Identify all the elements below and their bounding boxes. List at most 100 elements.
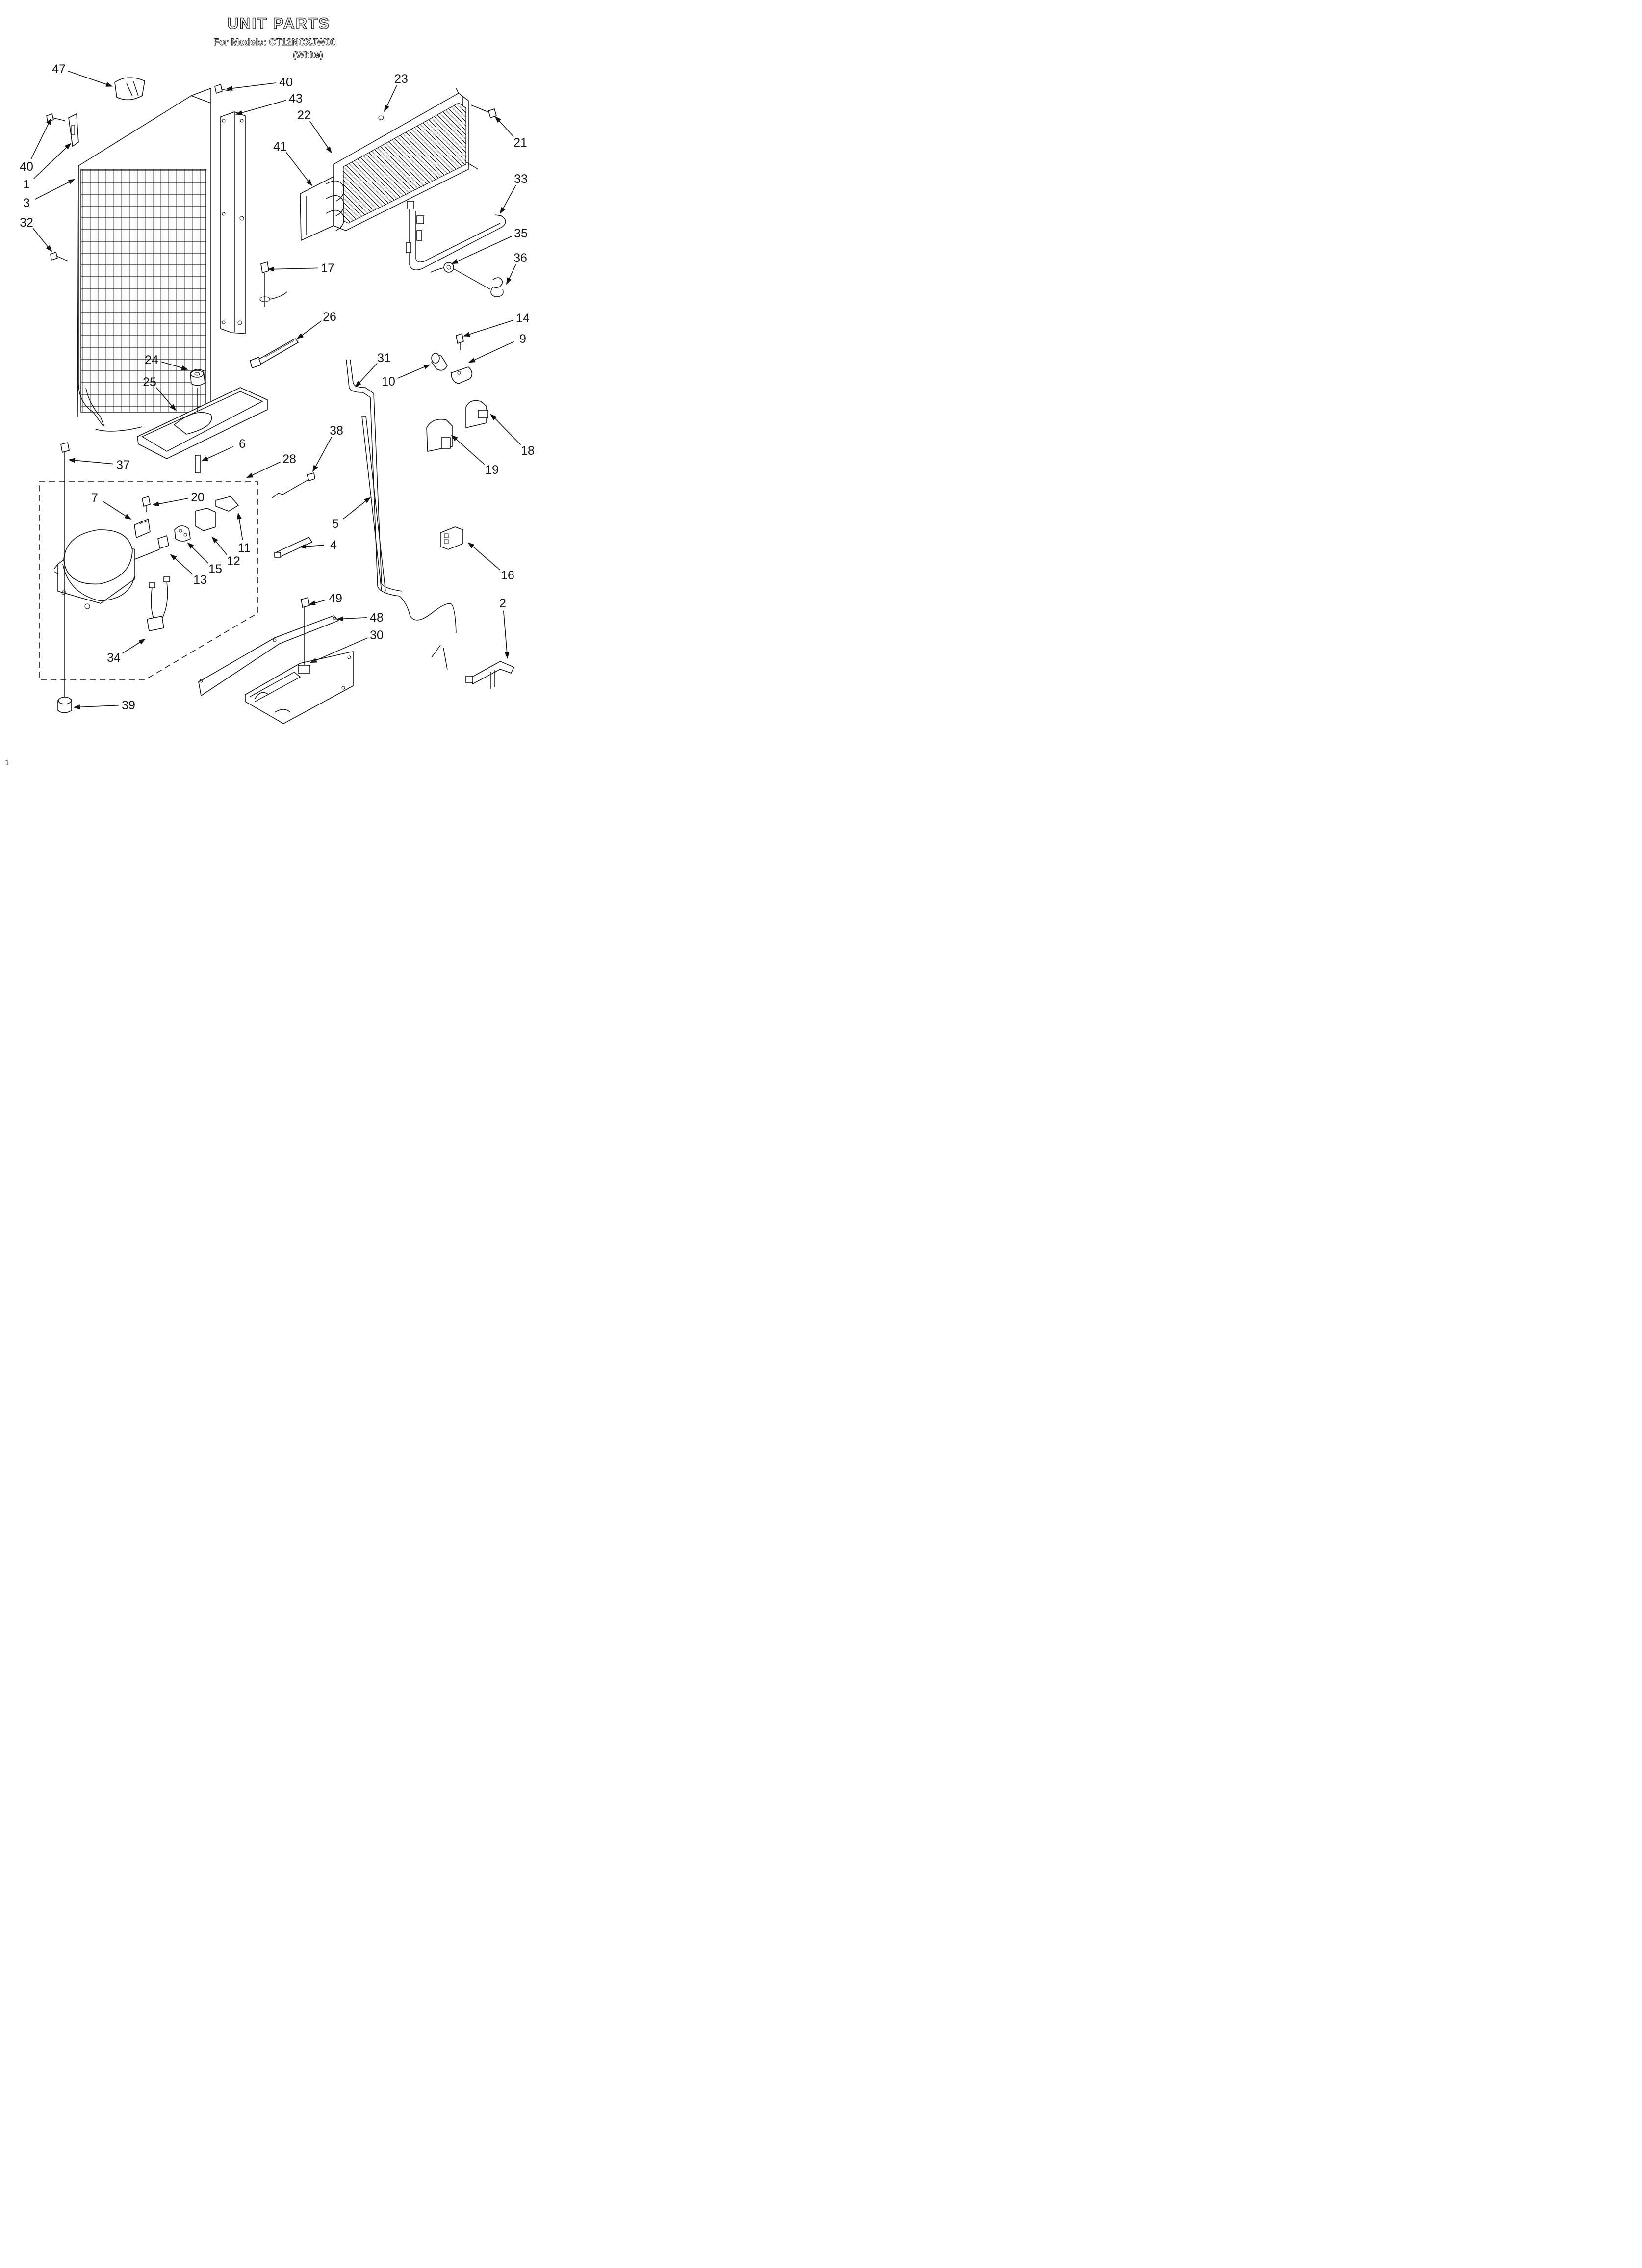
arrow-head — [299, 544, 307, 549]
leader-line — [472, 546, 501, 571]
leader-line — [30, 123, 50, 160]
defrost-heater — [406, 201, 506, 270]
base-rail-48 — [198, 615, 339, 697]
cover-19 — [426, 418, 453, 452]
leader-line — [455, 438, 485, 465]
callout-number: 28 — [282, 452, 296, 466]
callout-19: 19 — [451, 435, 499, 477]
arrow-head — [152, 501, 159, 507]
callout-26: 26 — [296, 310, 336, 339]
leader-line — [241, 100, 286, 114]
leader-line — [342, 617, 367, 620]
arrow-head — [236, 512, 242, 520]
callout-25: 25 — [143, 375, 177, 411]
screw-20 — [142, 495, 151, 512]
leader-line — [122, 641, 141, 654]
callout-number: 11 — [238, 541, 251, 555]
arrow-head — [124, 514, 132, 520]
arrow-head — [46, 117, 52, 125]
callout-16: 16 — [467, 542, 514, 582]
leader-line — [503, 610, 508, 653]
callout-number: 43 — [289, 92, 303, 105]
arrow-head — [494, 116, 501, 123]
tubing-clip — [114, 77, 145, 101]
callout-number: 34 — [107, 651, 121, 665]
leader-line — [215, 540, 228, 555]
callout-38: 38 — [312, 424, 343, 472]
callout-9: 9 — [468, 332, 526, 363]
callout-6: 6 — [201, 437, 246, 462]
tube-ends — [431, 645, 448, 670]
callout-number: 16 — [501, 569, 514, 582]
callout-number: 40 — [279, 76, 293, 89]
leader-line — [343, 500, 367, 520]
callout-49: 49 — [308, 592, 342, 606]
power-harness-34 — [147, 576, 170, 631]
leader-line — [68, 71, 107, 85]
callout-number: 23 — [394, 72, 408, 86]
callout-number: 38 — [330, 424, 343, 438]
callout-number: 31 — [377, 351, 391, 365]
callout-number: 20 — [191, 491, 205, 504]
leader-line — [206, 446, 233, 460]
callout-14: 14 — [462, 312, 530, 337]
terminator-clip — [490, 277, 504, 297]
callout-4: 4 — [299, 538, 337, 552]
callout-number: 41 — [273, 140, 287, 154]
arrow-head — [306, 179, 312, 186]
callout-number: 9 — [519, 332, 526, 346]
arrow-head — [308, 600, 316, 606]
callout-1: 1 — [23, 143, 72, 191]
arrow-head — [506, 277, 512, 285]
leader-line — [35, 181, 70, 200]
leader-line — [231, 82, 277, 89]
leader-line — [508, 264, 516, 280]
condenser-support-channel — [220, 111, 246, 334]
screw-14 — [456, 333, 464, 350]
callout-24: 24 — [145, 353, 189, 370]
washer-23 — [378, 115, 384, 120]
ground-screw-17 — [259, 261, 287, 307]
callout-2: 2 — [499, 597, 510, 659]
leader-line — [301, 320, 322, 336]
leader-line — [103, 501, 127, 517]
arrow-head — [201, 456, 208, 462]
capacitor-bracket-9 — [451, 366, 473, 384]
screw-49 — [298, 597, 310, 674]
arrow-head — [451, 435, 458, 442]
callout-18: 18 — [490, 414, 535, 458]
arrow-head — [423, 364, 431, 369]
callout-number: 13 — [193, 573, 207, 587]
callout-number: 17 — [321, 261, 334, 275]
callout-number: 15 — [208, 562, 222, 576]
arrow-head — [68, 179, 76, 184]
leader-line — [305, 545, 324, 547]
arrow-head — [490, 414, 497, 420]
leader-line — [456, 235, 513, 262]
drain-tube — [195, 455, 201, 473]
callout-20: 20 — [152, 491, 205, 507]
arrow-head — [267, 266, 275, 272]
callout-number: 25 — [143, 375, 156, 389]
arrow-head — [73, 704, 80, 710]
compressor-grommet-39 — [57, 697, 72, 713]
callout-number: 7 — [91, 491, 98, 505]
callout-37: 37 — [68, 458, 130, 472]
leader-line — [315, 637, 368, 661]
drain-pan — [137, 387, 268, 459]
arrow-head — [64, 143, 72, 150]
callout-number: 6 — [239, 437, 246, 451]
drain-grommet — [190, 369, 205, 412]
arrow-head — [462, 332, 470, 337]
leader-line — [468, 319, 514, 335]
callout-33: 33 — [500, 172, 528, 214]
unit-parts-exploded-diagram: 4740432322214133353640133217261493110242… — [5, 62, 535, 767]
callout-number: 39 — [122, 699, 135, 712]
callout-5: 5 — [332, 497, 371, 531]
leader-line — [314, 600, 326, 604]
callout-40: 40 — [20, 117, 52, 174]
arrow-head — [46, 245, 52, 252]
callout-number: 26 — [323, 310, 336, 324]
callout-17: 17 — [267, 261, 334, 275]
